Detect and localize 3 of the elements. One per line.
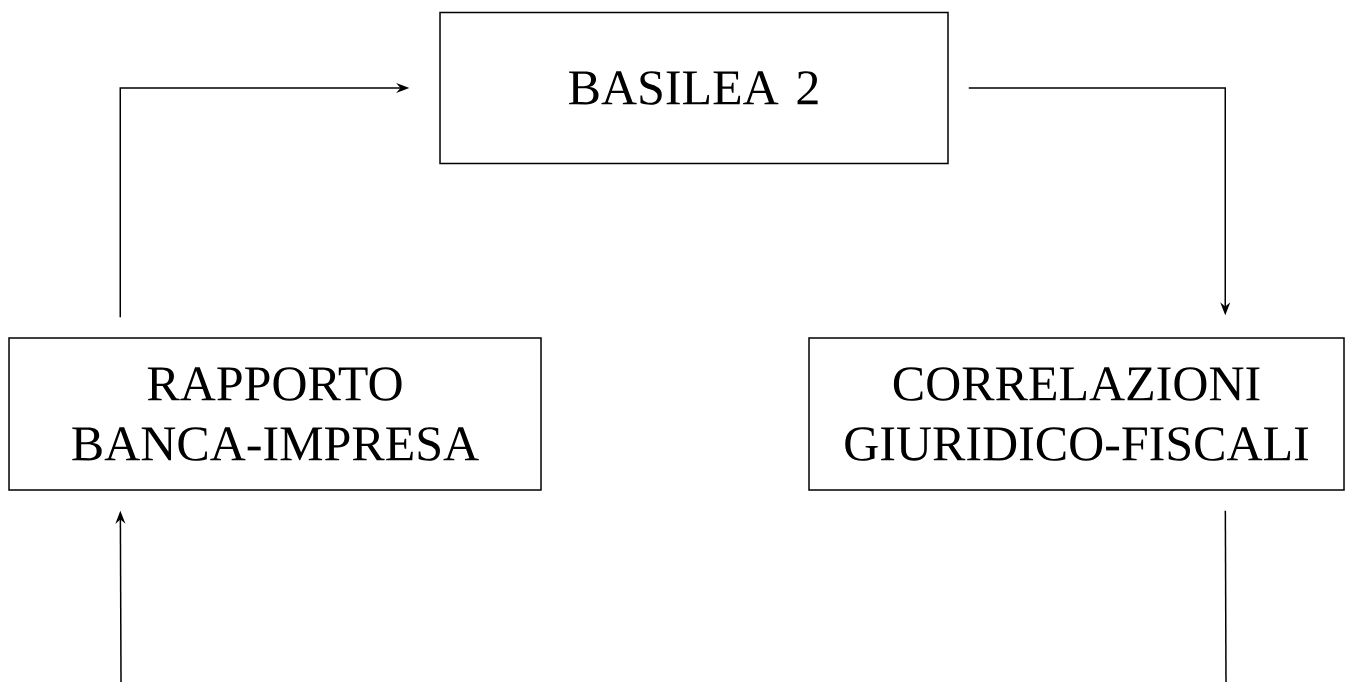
process-box: BASILEA 2 — [439, 11, 949, 165]
process-box: CORRELAZIONI GIURIDICO-FISCALI — [808, 337, 1345, 491]
process-box: RAPPORTO BANCA-IMPRESA — [8, 337, 542, 491]
